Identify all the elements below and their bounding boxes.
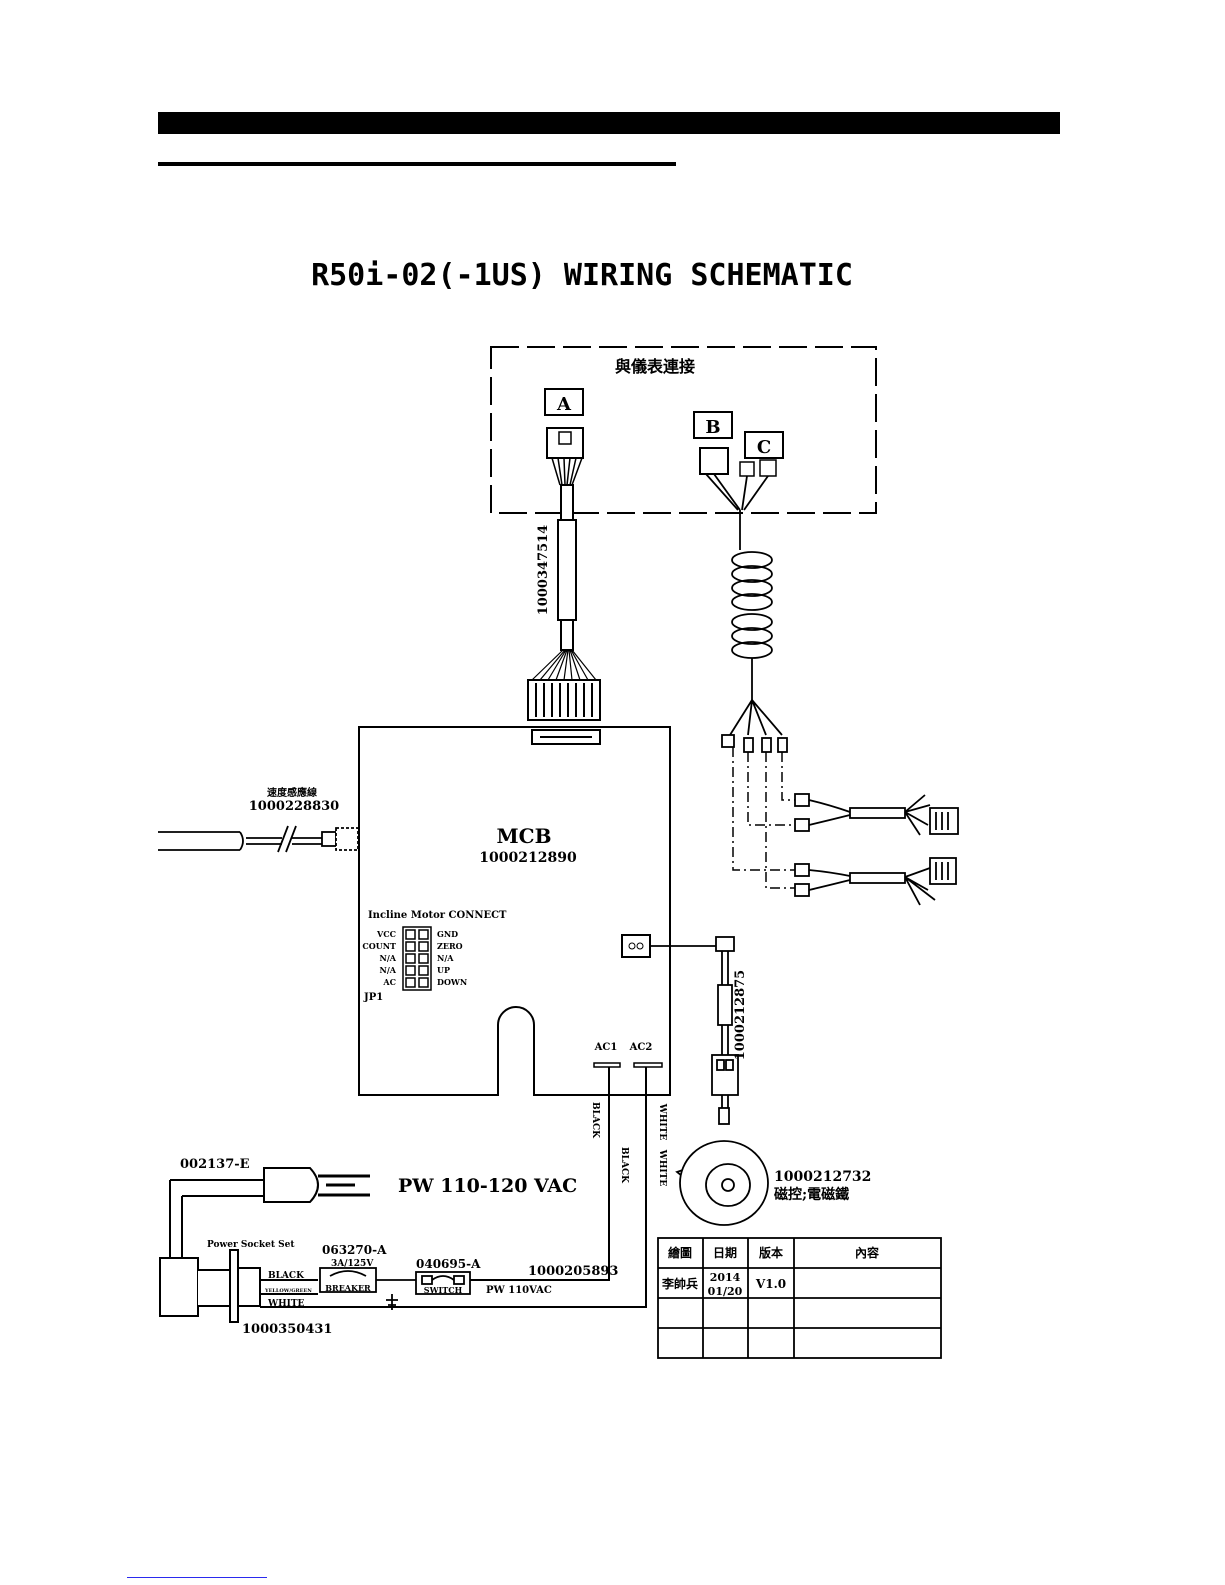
pin-right-2: ZERO (437, 941, 463, 951)
plug-code: 002137-E (180, 1157, 250, 1172)
mcb-ribbon-connector (527, 679, 601, 721)
ac1-terminal (593, 1062, 621, 1068)
wire-black-3: BLACK (268, 1271, 305, 1281)
connector-b-plug (699, 447, 729, 475)
breaker-rating: 3A/125V (331, 1259, 374, 1269)
lower-harness-plug (929, 857, 957, 885)
ac2-terminal (633, 1062, 663, 1068)
magnet-code: 1000212732 (774, 1169, 871, 1185)
magnet-name: 磁控;電磁鐵 (774, 1186, 849, 1203)
table-cell-date-day: 01/20 (708, 1285, 743, 1298)
mcb-magnet-socket (621, 934, 651, 958)
connector-c1-plug (739, 461, 755, 477)
upper-harness (794, 793, 959, 836)
harness-links (732, 747, 795, 889)
ac-wires (262, 1067, 647, 1308)
connector-a-plug (546, 427, 584, 459)
breaker (319, 1267, 416, 1310)
wire-yellow-green: YELLOW/GREEN (264, 1288, 312, 1294)
footer-link-underline[interactable] (127, 1577, 267, 1578)
table-cell-version: V1.0 (755, 1277, 786, 1291)
speed-sensor-code: 1000228830 (249, 799, 339, 814)
magnet-cable-code: 1000212875 (733, 970, 748, 1060)
console-cable-a (527, 457, 601, 721)
pin-left-4: N/A (380, 965, 397, 975)
wire-white-3: WHITE (267, 1299, 305, 1309)
pin-left-1: VCC (376, 929, 396, 939)
connector-c-label: C (757, 437, 771, 458)
header-black-bar (158, 112, 1060, 134)
table-cell-author: 李帥兵 (661, 1276, 698, 1291)
power-cable-code: 1000205893 (528, 1264, 618, 1279)
magnet-cable (650, 936, 739, 1125)
jp1-label: JP1 (363, 992, 383, 1003)
coiled-cable (705, 473, 788, 753)
console-box: 與儀表連接 A B C (490, 346, 877, 514)
schematic-title: R50i-02(-1US) WIRING SCHEMATIC (311, 258, 853, 293)
pin-right-1: GND (437, 929, 458, 939)
wire-white-1: WHITE (657, 1103, 667, 1141)
upper-harness-plug (929, 807, 959, 835)
speed-sensor-name: 速度感應線 (267, 786, 317, 799)
ac1-label: AC1 (594, 1042, 618, 1053)
incline-connector-jp1 (402, 926, 432, 991)
table-header-1: 繪圖 (668, 1245, 692, 1260)
console-cable-code: 1000347514 (536, 525, 551, 615)
table-header-2: 日期 (713, 1245, 737, 1260)
mcb-name: MCB (497, 824, 552, 848)
socket-code: 1000350431 (242, 1322, 332, 1337)
speed-sensor-cable (158, 825, 359, 853)
table-header-4: 內容 (855, 1245, 879, 1260)
pin-right-5: DOWN (437, 977, 467, 987)
power-plug (159, 1167, 370, 1317)
connector-a-label: A (556, 394, 572, 415)
voltage-label: PW 110-120 VAC (398, 1175, 577, 1197)
socket-set-label: Power Socket Set (207, 1240, 295, 1250)
pin-right-3: N/A (437, 953, 454, 963)
wire-white-2: WHITE (657, 1149, 667, 1187)
console-label: 與儀表連接 (615, 357, 695, 376)
breaker-code: 063270-A (322, 1243, 387, 1257)
connector-c2-plug (759, 459, 777, 477)
pin-right-4: UP (437, 965, 450, 975)
incline-motor-title: Incline Motor CONNECT (368, 910, 507, 921)
magnet-icon (675, 1140, 769, 1226)
revision-table (657, 1237, 942, 1359)
table-cell-date-year: 2014 (710, 1271, 741, 1284)
pin-left-5: AC (382, 977, 396, 987)
header-underline (158, 162, 676, 166)
ac2-label: AC2 (629, 1042, 653, 1053)
switch-code: 040695-A (416, 1257, 481, 1271)
mcb-code: 1000212890 (479, 850, 577, 866)
switch-label: SWITCH (424, 1285, 463, 1295)
pw-110vac-label: PW 110VAC (486, 1285, 552, 1296)
switch (415, 1271, 471, 1295)
wire-black-2: BLACK (619, 1147, 629, 1184)
lower-harness (794, 857, 957, 906)
mcb-board: MCB 1000212890 Incline Motor CONNECT JP1… (358, 726, 671, 1096)
pin-left-2: COUNT (362, 941, 396, 951)
table-header-3: 版本 (759, 1245, 783, 1260)
breaker-label: BREAKER (325, 1283, 371, 1293)
pin-left-3: N/A (380, 953, 397, 963)
wire-black-1: BLACK (590, 1102, 600, 1139)
connector-b-label: B (705, 417, 720, 438)
power-socket (229, 1249, 318, 1323)
